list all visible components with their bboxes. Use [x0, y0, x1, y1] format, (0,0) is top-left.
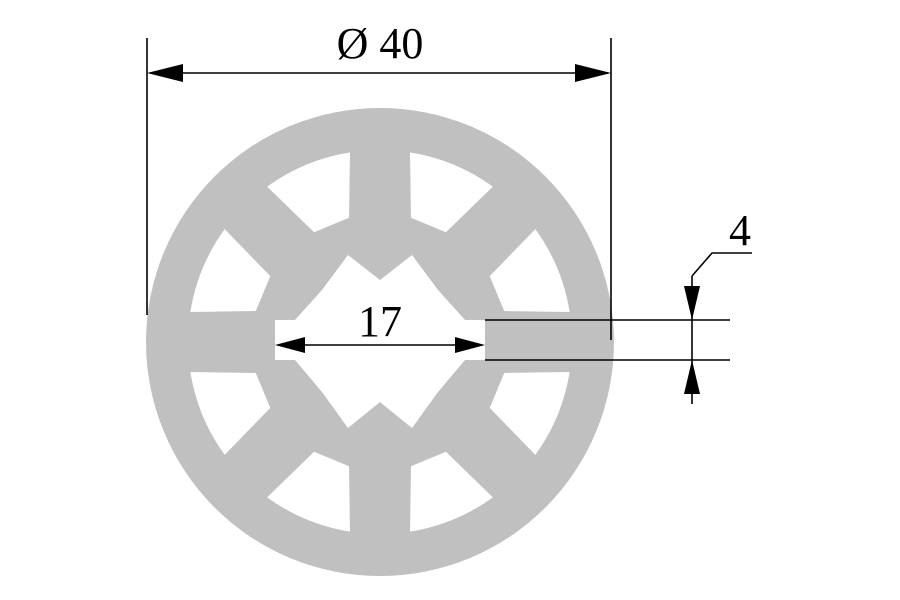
arrowhead-right: [575, 64, 611, 82]
arrowhead-inner-left: [275, 337, 305, 353]
slot-leader-line: [691, 252, 752, 277]
arrowhead-slot-top: [684, 286, 700, 320]
slot-width-label: 4: [729, 206, 751, 255]
inner-width-label: 17: [358, 297, 402, 346]
arrowhead-inner-right: [455, 337, 485, 353]
arrowhead-slot-bottom: [684, 360, 700, 394]
outer-diameter-label: Ø 40: [337, 19, 424, 68]
arrowhead-left: [147, 64, 183, 82]
outer-diameter-dimension: [146, 38, 612, 340]
